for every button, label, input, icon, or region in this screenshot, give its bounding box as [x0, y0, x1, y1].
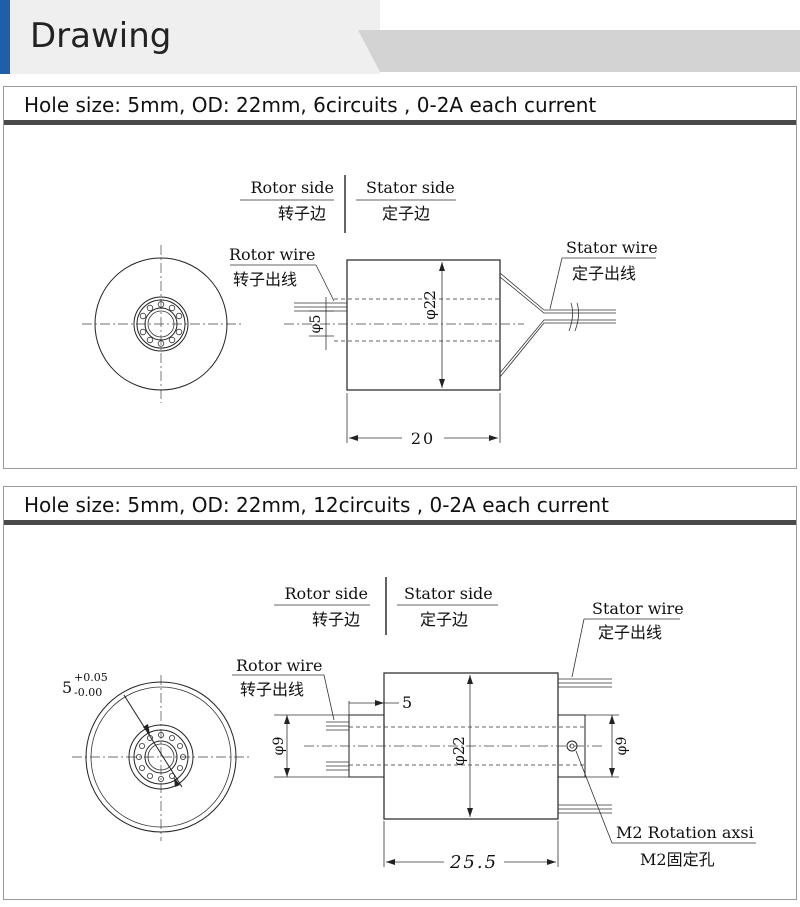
header-background — [0, 0, 380, 74]
panel-header: Hole size: 5mm, OD: 22mm, 12circuits , 0… — [4, 487, 796, 525]
od-dimension: φ22 — [421, 290, 439, 320]
hub-right-dimension: φ9 — [614, 737, 630, 756]
rotor-side-label: Rotor side — [250, 178, 334, 197]
od-dimension: φ22 — [450, 736, 468, 766]
stator-side-label-cn: 定子边 — [420, 610, 468, 629]
outer-circle — [85, 681, 237, 833]
rotor-side-label-cn: 转子边 — [278, 204, 326, 223]
outer-circle — [94, 257, 228, 391]
front-view: 5 +0.05 -0.00 — [62, 671, 250, 841]
side-view: 5 φ9 φ9 φ22 25. — [271, 672, 630, 873]
hole-label: M2 Rotation axsi — [616, 823, 754, 842]
drawing-panel-12-circuit: Hole size: 5mm, OD: 22mm, 12circuits , 0… — [3, 486, 797, 900]
stator-side-label: Stator side — [366, 178, 455, 197]
brush-holes — [139, 301, 183, 347]
header-stripe — [358, 30, 800, 72]
rotor-wire-label-cn: 转子出线 — [233, 270, 297, 289]
wire-labels: Rotor wire 转子出线 Stator wire 定子出线 M2 Rota… — [232, 599, 756, 869]
bore-dimension: φ5 — [308, 315, 324, 334]
front-view — [82, 245, 242, 403]
rotor-wire-label-cn: 转子出线 — [240, 680, 304, 699]
rotor-side-label: Rotor side — [284, 584, 368, 603]
stator-side-label-cn: 定子边 — [382, 204, 430, 223]
technical-drawing: 5 +0.05 -0.00 Rotor side 转子边 Stator side… — [62, 577, 756, 873]
stator-body — [346, 259, 501, 391]
stator-wire-label: Stator wire — [566, 238, 658, 257]
panel-header: Hole size: 5mm, OD: 22mm, 6circuits , 0-… — [4, 87, 796, 125]
panel-title: Hole size: 5mm, OD: 22mm, 12circuits , 0… — [24, 493, 609, 517]
hub-left-dimension: φ9 — [271, 737, 287, 756]
wire-labels: Rotor wire 转子出线 Stator wire 定子出线 — [229, 238, 658, 310]
side-labels: Rotor side 转子边 Stator side 定子边 — [240, 175, 456, 233]
stator-wire-label-cn: 定子出线 — [572, 264, 636, 283]
hub-dimension: 5 — [402, 693, 412, 712]
panel-title: Hole size: 5mm, OD: 22mm, 6circuits , 0-… — [24, 93, 597, 117]
length-dimension: 20 — [411, 429, 435, 448]
hole-label-cn: M2固定孔 — [640, 850, 715, 869]
side-view: φ5 φ22 20 — [284, 259, 616, 448]
page-title: Drawing — [30, 16, 172, 56]
stator-side-label: Stator side — [404, 584, 493, 603]
tolerance-upper: +0.05 — [74, 671, 108, 684]
technical-drawing: Rotor side 转子边 Stator side 定子边 φ5 — [82, 175, 658, 448]
length-dimension: 25.5 — [449, 852, 498, 873]
tolerance-base: 5 — [62, 678, 72, 697]
header-accent-bar — [0, 0, 10, 74]
stator-wire-label-cn: 定子出线 — [598, 623, 662, 642]
rotor-wire-label: Rotor wire — [229, 245, 315, 264]
tolerance-lower: -0.00 — [74, 686, 102, 699]
side-labels: Rotor side 转子边 Stator side 定子边 — [274, 577, 498, 635]
stator-wire-label: Stator wire — [592, 599, 684, 618]
rotor-side-label-cn: 转子边 — [312, 610, 360, 629]
rotor-wire-label: Rotor wire — [236, 656, 322, 675]
drawing-panel-6-circuit: Hole size: 5mm, OD: 22mm, 6circuits , 0-… — [3, 86, 797, 469]
